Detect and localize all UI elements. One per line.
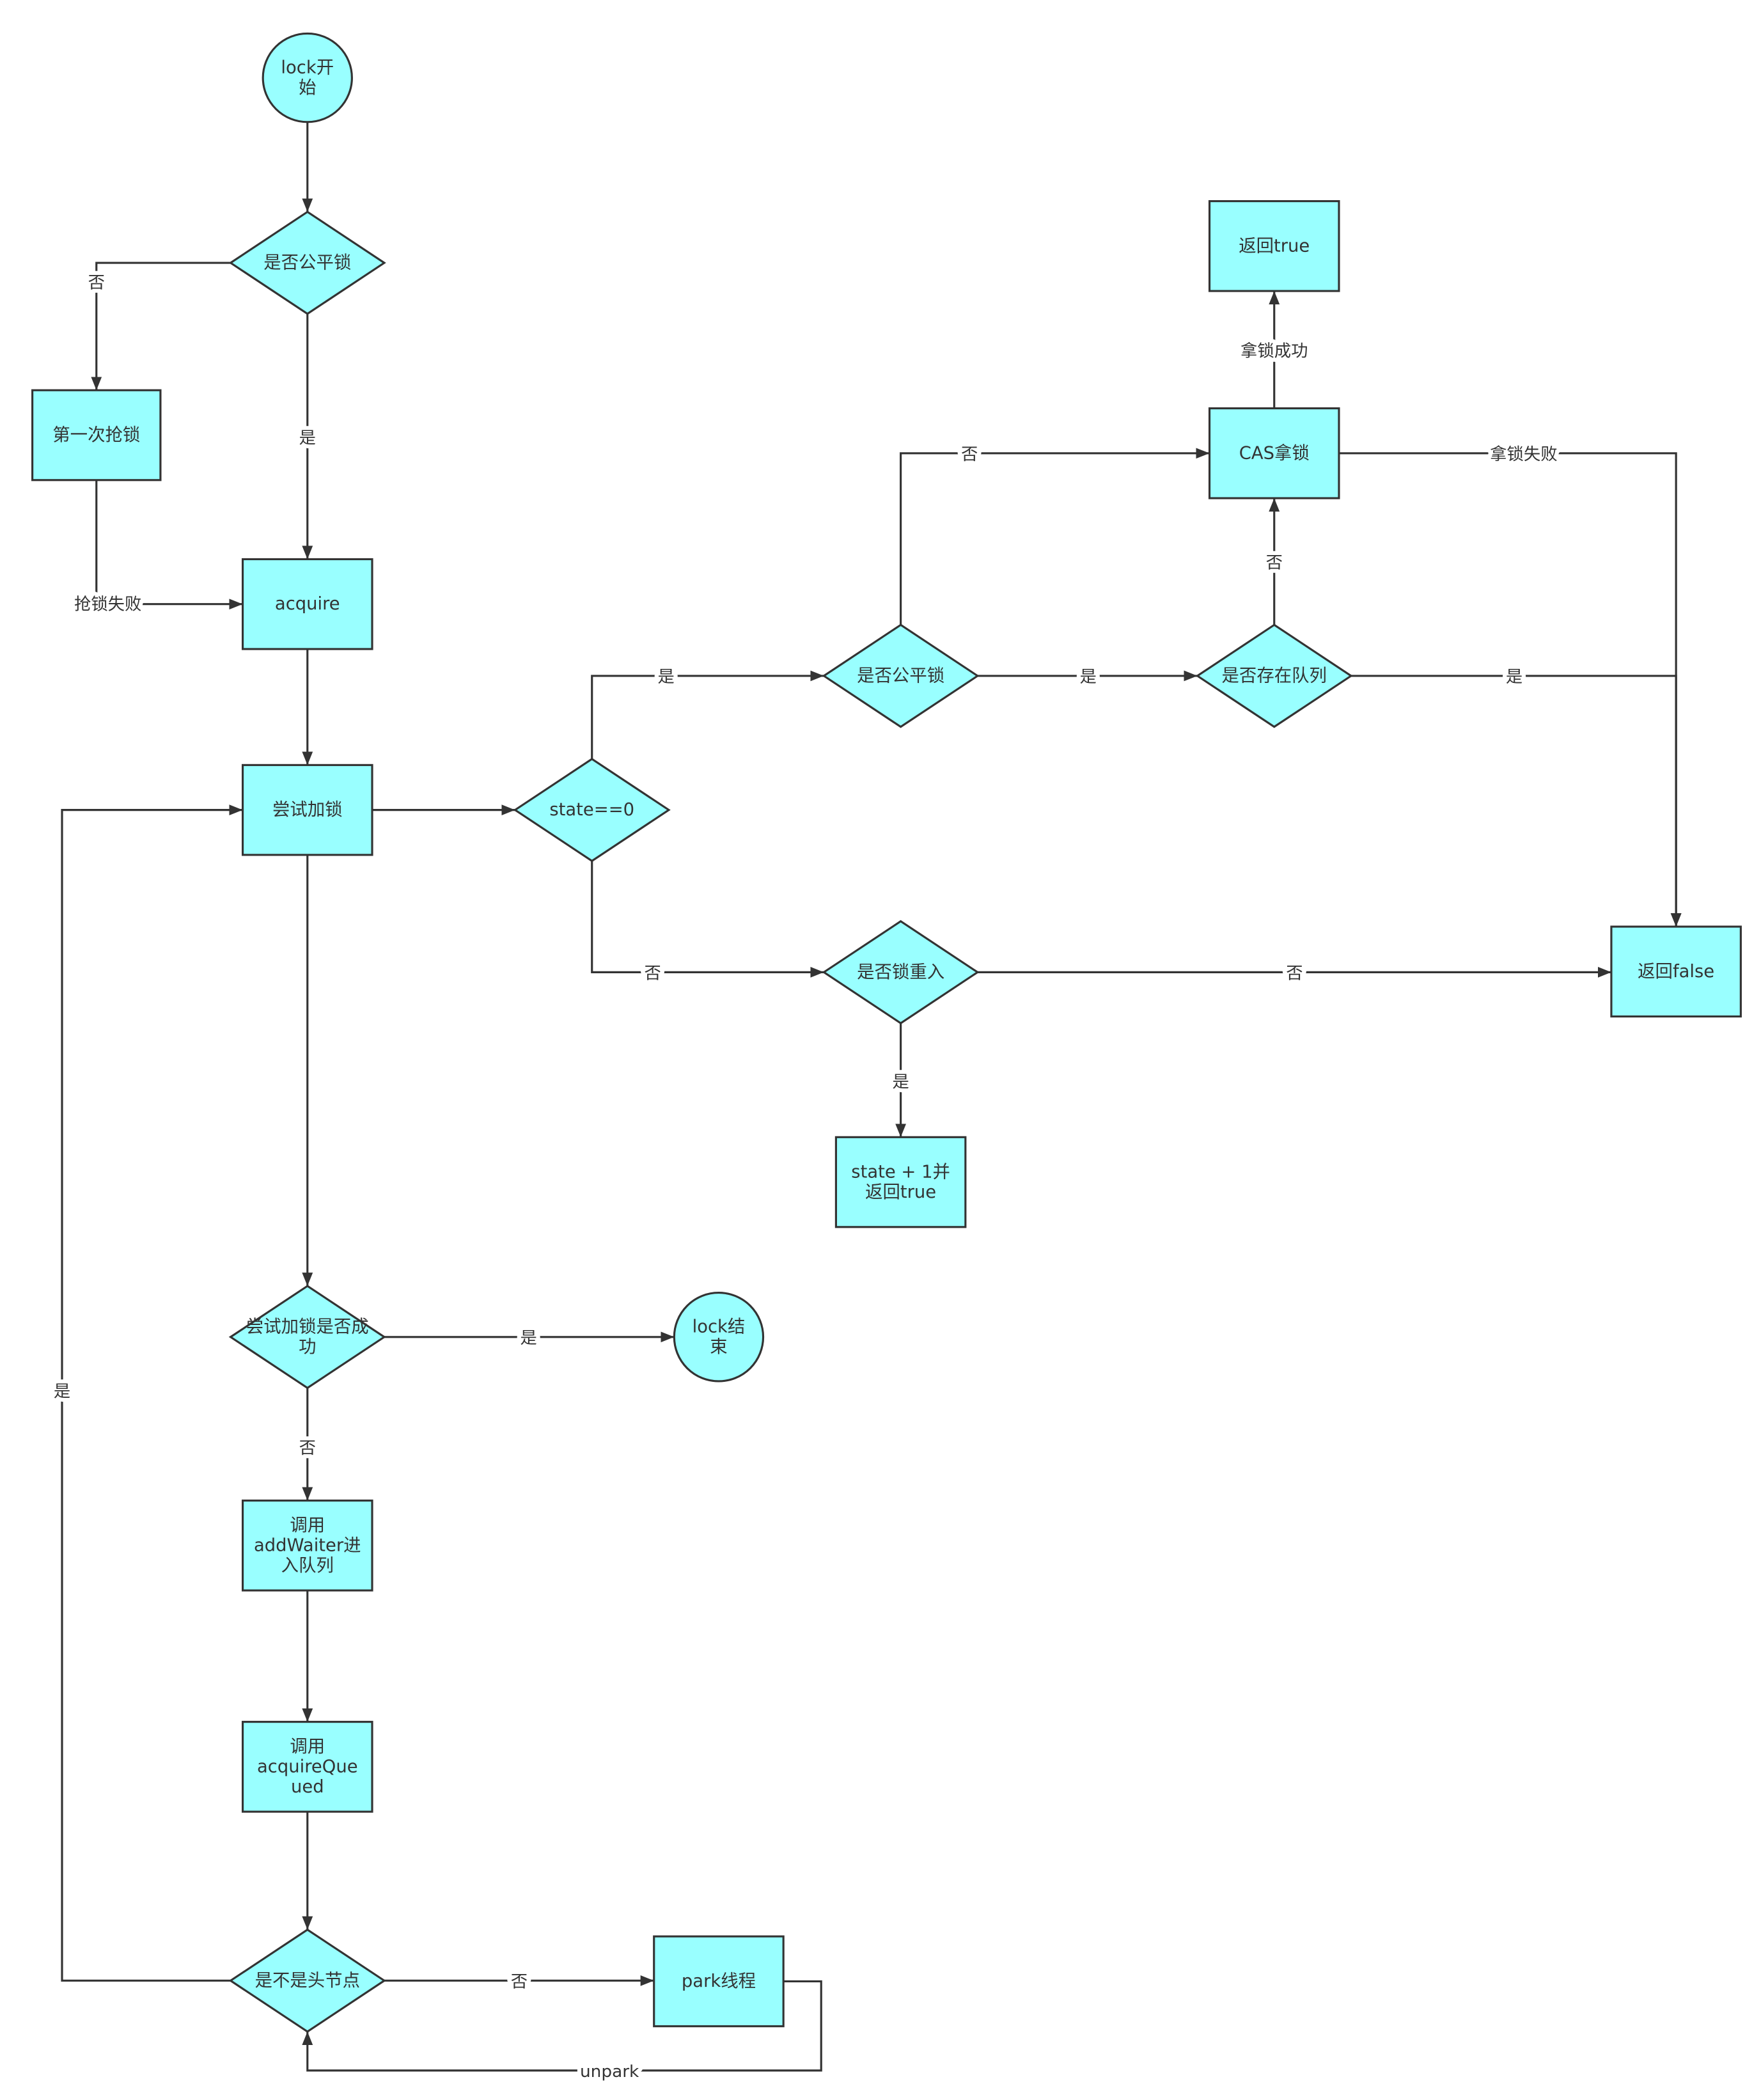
acquire-queued-node: 调用 acquireQue ued: [241, 1721, 373, 1813]
edge-label-queue-yes: 是: [1506, 668, 1522, 687]
process-box: [1208, 200, 1340, 292]
node-label-line: 第一次抢锁: [52, 425, 140, 445]
edge-label-reentrant-no: 否: [1286, 964, 1303, 983]
state-zero-check-node: state==0: [513, 758, 671, 863]
node-label-line: 入队列: [281, 1556, 334, 1576]
node-label-line: ued: [291, 1777, 324, 1797]
edge-label-fair1-no: 否: [88, 274, 105, 293]
node-label-line: lock开: [281, 58, 334, 77]
edge-label-try-yes: 是: [520, 1329, 536, 1348]
node-label-line: 始: [299, 78, 316, 98]
head-node-check-node: 是不是头节点: [228, 1928, 386, 2033]
add-waiter-node: 调用 addWaiter进 入队列: [241, 1500, 373, 1592]
node-label-line: 返回true: [1239, 236, 1310, 256]
node-label-line: 返回true: [865, 1182, 936, 1202]
first-grab-node: 第一次抢锁: [31, 389, 162, 482]
lock-end-node: lock结 束: [673, 1291, 765, 1383]
cas-lock-node: CAS拿锁: [1208, 407, 1340, 499]
edge-label-queue-no: 否: [1266, 554, 1283, 573]
node-label-line: acquireQue: [257, 1757, 358, 1776]
process-box: [241, 558, 373, 650]
reentrant-check-node: 是否锁重入: [822, 920, 980, 1024]
node-label-line: CAS拿锁: [1239, 443, 1310, 463]
edge-park-unpark-to-head-check: [302, 1980, 822, 2072]
edge-label-reentrant-yes: 是: [892, 1072, 909, 1092]
decision-diamond: [228, 210, 386, 315]
node-label-line: state==0: [549, 800, 634, 820]
decision-diamond: [822, 623, 980, 728]
edge-label-fair1-yes: 是: [299, 429, 316, 448]
edge-fair2-no-to-cas: [900, 448, 1210, 625]
edge-label-head-no: 否: [511, 1973, 528, 1992]
process-box: [241, 1721, 373, 1813]
node-label-line: 是否锁重入: [857, 962, 944, 982]
node-label-line: 尝试加锁是否成: [246, 1317, 369, 1337]
node-label-line: addWaiter进: [254, 1535, 361, 1555]
decision-diamond: [513, 758, 671, 863]
process-box: [653, 1935, 785, 2028]
start-circle: [262, 32, 353, 123]
edge-label-cas-success: 拿锁成功: [1241, 341, 1308, 361]
process-box: [1610, 925, 1742, 1018]
edge-label-fair2-yes: 是: [1080, 668, 1097, 687]
edge-fair-check-no-to-first-grab: [91, 262, 231, 391]
edge-state-yes-to-fair-check-2: [591, 670, 824, 759]
edges: [61, 121, 1682, 2072]
park-thread-node: park线程: [653, 1935, 785, 2028]
node-label-line: 束: [710, 1337, 727, 1357]
node-label-line: 是否存在队列: [1222, 666, 1327, 686]
decision-diamond: [228, 1928, 386, 2033]
end-circle: [673, 1291, 765, 1383]
process-box: [1208, 407, 1340, 499]
node-label-line: 尝试加锁: [272, 800, 343, 820]
node-label-line: acquire: [275, 594, 340, 614]
process-box: [834, 1136, 967, 1228]
node-label-line: park线程: [682, 1971, 756, 1991]
decision-diamond: [1195, 623, 1353, 728]
node-label-line: 返回false: [1638, 962, 1714, 982]
edge-label-try-no: 否: [299, 1439, 316, 1458]
return-true-node: 返回true: [1208, 200, 1340, 292]
process-box: [241, 1500, 373, 1592]
node-label-line: state + 1并: [851, 1162, 950, 1182]
node-label-line: 是否公平锁: [263, 253, 351, 273]
edge-label-fair2-no: 否: [961, 445, 978, 464]
fair-lock-check-2-node: 是否公平锁: [822, 623, 980, 728]
decision-diamond: [228, 1285, 386, 1390]
edge-state-no-to-reentrant-check: [591, 861, 824, 978]
fair-lock-check-node: 是否公平锁: [228, 210, 386, 315]
node-label-line: lock结: [693, 1317, 746, 1337]
lock-start-node: lock开 始: [262, 32, 353, 123]
edge-first-grab-fail-to-acquire: [95, 480, 243, 610]
edge-label-head-yes: 是: [54, 1383, 70, 1402]
node-label-line: 调用: [290, 1516, 325, 1535]
node-label-line: 是不是头节点: [255, 1971, 360, 1991]
try-success-check-node: 尝试加锁是否成 功: [228, 1285, 386, 1390]
acquire-node: acquire: [241, 558, 373, 650]
state-plus-one-node: state + 1并 返回true: [834, 1136, 967, 1228]
edge-label-state-no: 否: [644, 964, 661, 983]
edge-head-yes-to-try-lock: [61, 804, 243, 1982]
node-label-line: 功: [299, 1337, 316, 1357]
edge-label-state-yes: 是: [658, 668, 675, 687]
edge-label-grab-fail: 抢锁失败: [74, 595, 141, 615]
edge-labels: 否 是 抢锁失败 是 否 是 否 否 是 拿锁失败 拿锁成功 否 是 是 否 否…: [50, 269, 1561, 2085]
queue-check-node: 是否存在队列: [1195, 623, 1353, 728]
decision-diamond: [822, 920, 980, 1024]
try-lock-node: 尝试加锁: [241, 764, 373, 856]
node-label-line: 调用: [290, 1737, 325, 1757]
edge-queue-yes-to-return-false: [1350, 675, 1682, 927]
node-label-line: 是否公平锁: [857, 666, 944, 686]
edge-cas-fail-to-return-false: [1338, 452, 1682, 927]
edge-label-unpark: unpark: [580, 2062, 639, 2081]
edge-label-cas-fail: 拿锁失败: [1490, 445, 1557, 464]
return-false-node: 返回false: [1610, 925, 1742, 1018]
process-box: [31, 389, 162, 482]
process-box: [241, 764, 373, 856]
